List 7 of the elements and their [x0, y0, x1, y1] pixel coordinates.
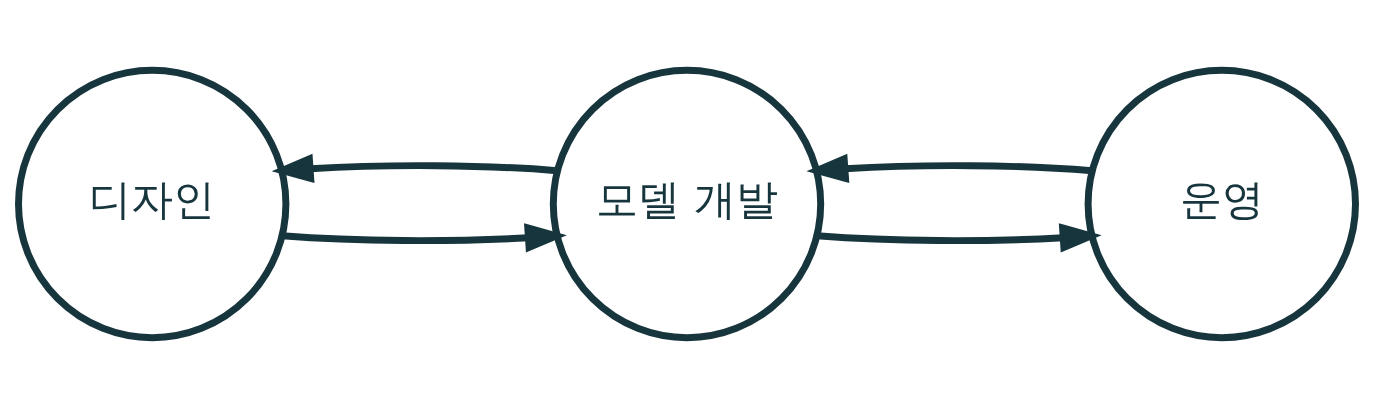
node-circle: 모델 개발 [549, 66, 825, 342]
arrow [271, 153, 558, 184]
node-circle: 디자인 [15, 66, 290, 342]
arrow [816, 223, 1102, 253]
node-circle: 운영 [1084, 66, 1359, 342]
arrow [806, 153, 1093, 184]
arrow [281, 223, 567, 253]
